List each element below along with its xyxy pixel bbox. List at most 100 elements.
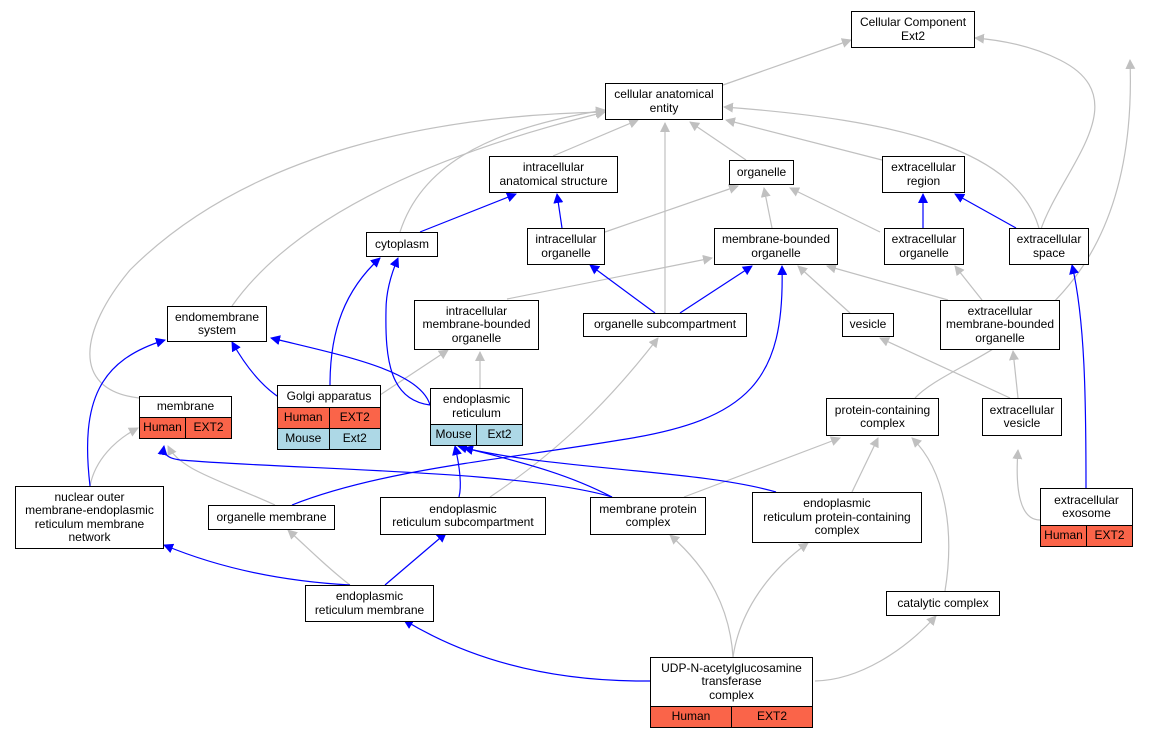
edge-part-of	[384, 532, 447, 586]
node-label: intracellular organelle	[535, 232, 597, 260]
edge-part-of	[589, 264, 656, 314]
node-label: intracellular anatomical structure	[499, 160, 608, 188]
node-label: organelle membrane	[216, 509, 327, 524]
edge-is-a	[89, 427, 139, 487]
edge-is-a	[167, 445, 276, 506]
gene-cell: EXT2	[328, 408, 381, 428]
node-extracellular-exosome[interactable]: extracellular exosome Human EXT2	[1040, 488, 1133, 547]
gene-cell: Ext2	[328, 429, 381, 449]
node-nuclear-outer-membrane-er-network[interactable]: nuclear outer membrane-endoplasmic retic…	[15, 486, 164, 549]
gene-cell: EXT2	[1086, 526, 1132, 546]
edge-is-a	[552, 118, 639, 157]
node-catalytic-complex[interactable]: catalytic complex	[886, 591, 1000, 616]
node-label: Golgi apparatus	[286, 388, 372, 403]
annotation-row-human: Human EXT2	[651, 706, 812, 727]
node-extracellular-organelle[interactable]: extracellular organelle	[884, 228, 964, 265]
node-membrane[interactable]: membrane Human EXT2	[139, 396, 232, 439]
annotation-row-human: Human EXT2	[278, 407, 380, 428]
node-label: endomembrane system	[174, 309, 260, 337]
edge-is-a	[911, 437, 950, 592]
edge-is-a	[974, 33, 1096, 233]
node-label: intracellular membrane-bounded organelle	[422, 303, 531, 345]
node-golgi-apparatus[interactable]: Golgi apparatus Human EXT2 Mouse Ext2	[277, 385, 381, 450]
node-label: endoplasmic reticulum	[442, 392, 511, 420]
node-label: extracellular organelle	[891, 232, 957, 260]
node-organelle[interactable]: organelle	[729, 160, 794, 185]
node-label: nuclear outer membrane-endoplasmic retic…	[25, 489, 154, 544]
node-endomembrane-system[interactable]: endomembrane system	[167, 306, 267, 342]
node-label: membrane protein complex	[599, 501, 697, 529]
edge-is-a	[954, 265, 983, 301]
node-cellular-component[interactable]: Cellular Component Ext2	[851, 11, 975, 48]
node-label: extracellular membrane-bounded organelle	[945, 303, 1055, 345]
edge-part-of	[463, 445, 777, 493]
edge-is-a	[689, 121, 747, 161]
node-label: organelle subcompartment	[593, 317, 737, 332]
edge-is-a	[851, 437, 879, 493]
edge-part-of	[553, 193, 564, 229]
node-er-subcompartment[interactable]: endoplasmic reticulum subcompartment	[380, 497, 546, 535]
edge-is-a	[231, 109, 606, 307]
edge-is-a	[826, 263, 949, 301]
node-intracellular-organelle[interactable]: intracellular organelle	[527, 228, 605, 265]
gene-cell: EXT2	[185, 418, 231, 438]
node-cytoplasm[interactable]: cytoplasm	[366, 232, 438, 257]
node-label: endoplasmic reticulum protein-containing…	[763, 496, 911, 538]
node-er-membrane[interactable]: endoplasmic reticulum membrane	[305, 585, 434, 622]
node-cellular-anatomical-entity[interactable]: cellular anatomical entity	[605, 83, 723, 120]
edge-is-a	[879, 337, 1011, 399]
node-intracellular-membrane-bounded-organelle[interactable]: intracellular membrane-bounded organelle	[414, 300, 539, 350]
edge-part-of	[1069, 264, 1087, 489]
node-extracellular-vesicle[interactable]: extracellular vesicle	[982, 398, 1062, 436]
node-udp-n-acetylglucosamine-transferase-complex[interactable]: UDP-N-acetylglucosamine transferase comp…	[650, 657, 813, 728]
edge-part-of	[954, 193, 1017, 229]
edge-part-of	[457, 443, 613, 498]
annotation-row-human: Human EXT2	[1041, 525, 1132, 546]
node-label: cytoplasm	[374, 236, 430, 251]
edge-is-a	[814, 615, 937, 682]
node-label: endoplasmic reticulum subcompartment	[392, 501, 534, 529]
edge-is-a	[604, 184, 739, 233]
species-cell: Human	[283, 410, 323, 425]
node-protein-containing-complex[interactable]: protein-containing complex	[826, 398, 939, 436]
node-label: protein-containing complex	[834, 402, 931, 430]
node-label: endoplasmic reticulum membrane	[314, 589, 425, 617]
edge-is-a	[797, 265, 851, 314]
node-extracellular-region[interactable]: extracellular region	[882, 156, 965, 193]
edge-part-of	[385, 257, 431, 406]
gene-cell: Ext2	[476, 425, 522, 445]
edge-is-a	[489, 337, 659, 498]
node-organelle-subcompartment[interactable]: organelle subcompartment	[583, 313, 747, 337]
node-membrane-protein-complex[interactable]: membrane protein complex	[590, 497, 706, 535]
node-endoplasmic-reticulum[interactable]: endoplasmic reticulum Mouse Ext2	[430, 388, 523, 446]
node-extracellular-space[interactable]: extracellular space	[1009, 228, 1089, 265]
node-label: extracellular space	[1016, 232, 1082, 260]
node-er-protein-containing-complex[interactable]: endoplasmic reticulum protein-containing…	[752, 492, 922, 543]
edge-part-of	[270, 335, 431, 406]
node-membrane-bounded-organelle[interactable]: membrane-bounded organelle	[714, 228, 838, 265]
node-label: membrane-bounded organelle	[721, 232, 831, 260]
edge-part-of	[291, 265, 788, 506]
edge-is-a	[1008, 350, 1019, 399]
edge-is-a	[1012, 449, 1041, 521]
node-label: catalytic complex	[897, 595, 989, 610]
edge-part-of	[679, 265, 753, 314]
edge-is-a	[760, 187, 773, 229]
edge-is-a	[379, 349, 449, 396]
edge-is-a	[399, 106, 606, 233]
node-label: cellular anatomical entity	[614, 87, 714, 115]
node-label: vesicle	[849, 317, 887, 332]
edge-is-a	[722, 38, 852, 86]
annotation-row-human: Human EXT2	[140, 417, 231, 438]
annotation-row-mouse: Mouse Ext2	[278, 428, 380, 449]
node-extracellular-membrane-bounded-organelle[interactable]: extracellular membrane-bounded organelle	[940, 300, 1060, 350]
node-label: extracellular region	[891, 160, 956, 188]
node-vesicle[interactable]: vesicle	[842, 313, 894, 337]
node-organelle-membrane[interactable]: organelle membrane	[208, 505, 335, 530]
node-intracellular-anatomical-structure[interactable]: intracellular anatomical structure	[489, 156, 618, 193]
node-label: organelle	[736, 164, 787, 179]
edge-part-of	[87, 337, 166, 487]
species-cell: Mouse	[285, 431, 322, 446]
